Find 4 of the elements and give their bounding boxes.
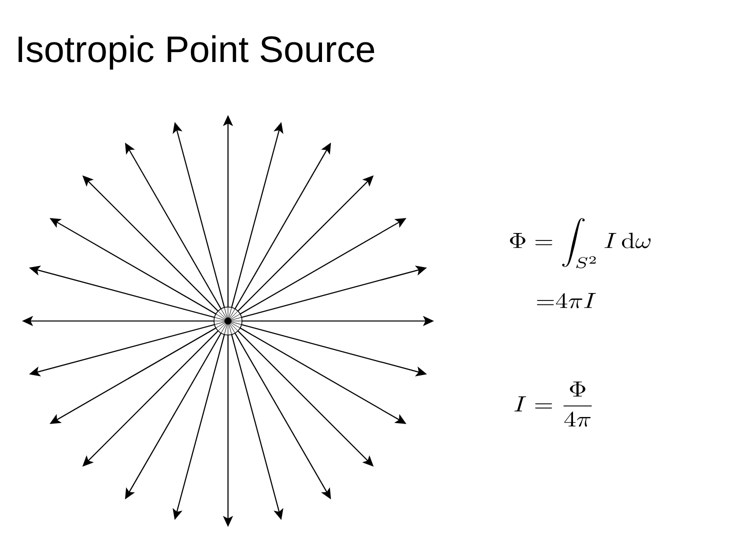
- formula: $I = \frac{\Phi}{4\pi}$: [514, 382, 592, 427]
- formula: ${=}4\pi I$: [536, 293, 596, 308]
- formula: $\Phi = \int_{S^2} I \,\mathrm{d}\omega$: [510, 218, 651, 268]
- title: Isotropic Point Source: [18, 35, 374, 70]
